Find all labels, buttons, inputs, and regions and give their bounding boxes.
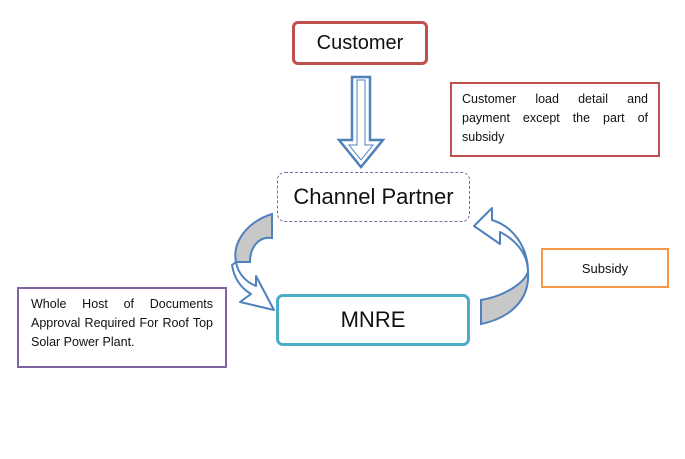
customer-payment-note-text: Customer load detail and payment except … (462, 92, 648, 144)
down-arrow-inner-line (347, 79, 375, 161)
documents-note: Whole Host of Documents Approval Require… (17, 287, 227, 368)
subsidy-note: Subsidy (541, 248, 669, 288)
subsidy-note-text: Subsidy (581, 260, 629, 276)
curved-arrow-channel-to-mnre-head (231, 261, 275, 311)
documents-note-text: Whole Host of Documents Approval Require… (31, 297, 213, 349)
curved-arrow-mnre-to-channel (480, 271, 530, 326)
customer-payment-note: Customer load detail and payment except … (450, 82, 660, 157)
customer-label: Customer (316, 31, 404, 54)
down-arrow-customer-to-channel (336, 75, 386, 169)
curved-arrow-mnre-to-channel-head (473, 207, 529, 273)
channel-partner-node: Channel Partner (277, 172, 470, 222)
customer-node: Customer (292, 21, 428, 65)
channel-partner-label: Channel Partner (293, 184, 454, 209)
curved-arrow-channel-to-mnre (234, 212, 273, 263)
mnre-label: MNRE (340, 307, 406, 332)
mnre-node: MNRE (276, 294, 470, 346)
